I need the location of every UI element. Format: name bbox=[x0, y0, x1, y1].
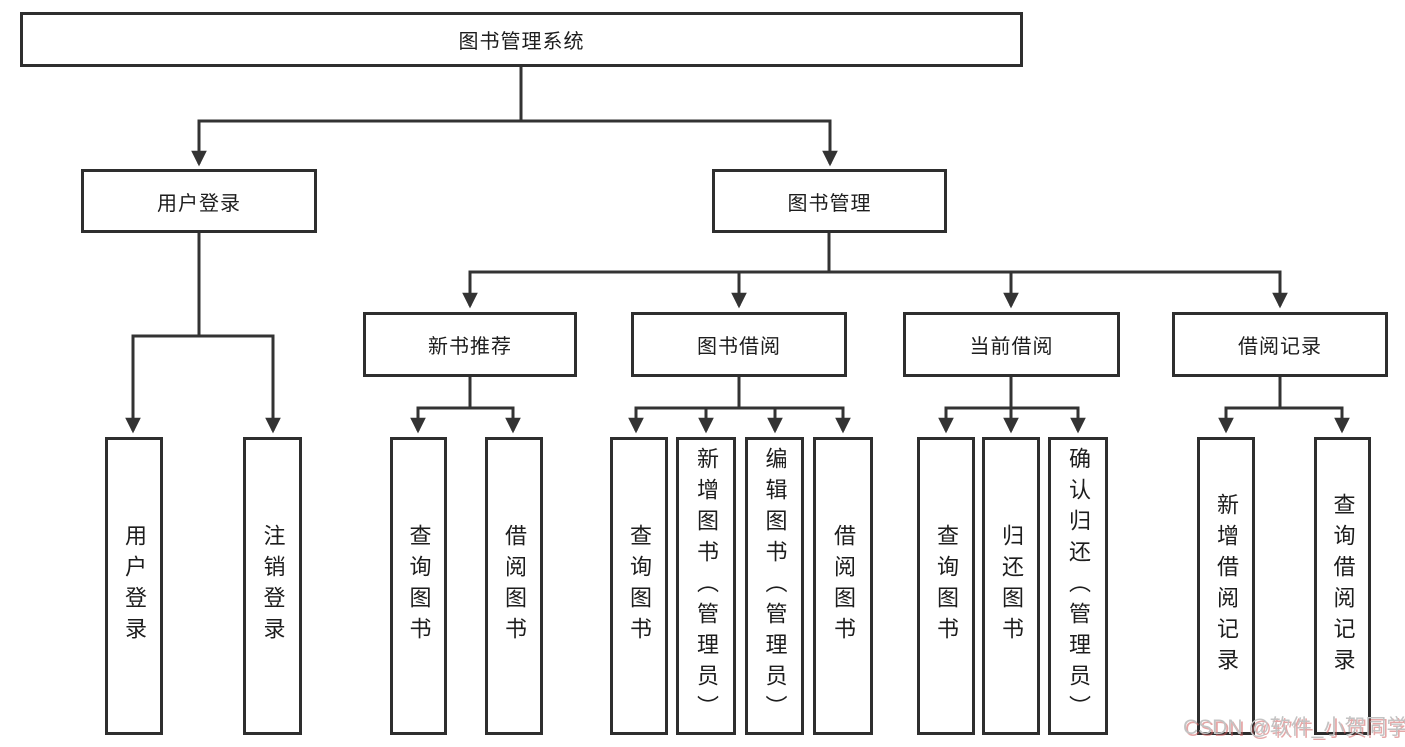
leaf-borrow-borrow-books-label: 借阅图书 bbox=[831, 524, 856, 648]
leaf-records-query-record: 查询借阅记录 bbox=[1314, 437, 1371, 735]
leaf-borrow-query-books-label: 查询图书 bbox=[627, 524, 652, 648]
leaf-newbooks-query-books: 查询图书 bbox=[390, 437, 447, 735]
leaf-newbooks-borrow-books: 借阅图书 bbox=[485, 437, 543, 735]
leaf-current-confirm-return-admin: 确认归还（管理员） bbox=[1048, 437, 1108, 735]
leaf-borrow-query-books: 查询图书 bbox=[610, 437, 668, 735]
leaf-records-add-record-label: 新增借阅记录 bbox=[1214, 493, 1239, 679]
leaf-current-return-books-label: 归还图书 bbox=[999, 524, 1024, 648]
leaf-logout: 注销登录 bbox=[243, 437, 302, 735]
leaf-borrow-edit-books-admin: 编辑图书（管理员） bbox=[745, 437, 804, 735]
node-current-borrow: 当前借阅 bbox=[903, 312, 1120, 377]
node-borrow-records: 借阅记录 bbox=[1172, 312, 1388, 377]
leaf-borrow-add-books-admin: 新增图书（管理员） bbox=[676, 437, 736, 735]
leaf-newbooks-query-books-label: 查询图书 bbox=[406, 524, 432, 648]
leaf-records-query-record-label: 查询借阅记录 bbox=[1330, 493, 1356, 679]
csdn-watermark: CSDN @软件_小贺同学 bbox=[1183, 716, 1405, 739]
node-new-book-recommend: 新书推荐 bbox=[363, 312, 577, 377]
leaf-user-login: 用户登录 bbox=[105, 437, 163, 735]
node-library-system: 图书管理系统 bbox=[20, 12, 1023, 67]
leaf-current-query-books-label: 查询图书 bbox=[934, 524, 959, 648]
leaf-borrow-edit-books-admin-label: 编辑图书（管理员） bbox=[762, 446, 788, 726]
leaf-logout-label: 注销登录 bbox=[260, 524, 286, 648]
node-user-login: 用户登录 bbox=[81, 169, 317, 233]
leaf-borrow-borrow-books: 借阅图书 bbox=[813, 437, 873, 735]
leaf-newbooks-borrow-books-label: 借阅图书 bbox=[502, 524, 527, 648]
node-book-borrow: 图书借阅 bbox=[631, 312, 847, 377]
leaf-borrow-add-books-admin-label: 新增图书（管理员） bbox=[694, 446, 719, 726]
leaf-current-confirm-return-admin-label: 确认归还（管理员） bbox=[1066, 446, 1091, 726]
node-book-management: 图书管理 bbox=[712, 169, 947, 233]
leaf-current-return-books: 归还图书 bbox=[982, 437, 1040, 735]
leaf-user-login-label: 用户登录 bbox=[122, 524, 147, 648]
leaf-current-query-books: 查询图书 bbox=[917, 437, 975, 735]
leaf-records-add-record: 新增借阅记录 bbox=[1197, 437, 1255, 735]
